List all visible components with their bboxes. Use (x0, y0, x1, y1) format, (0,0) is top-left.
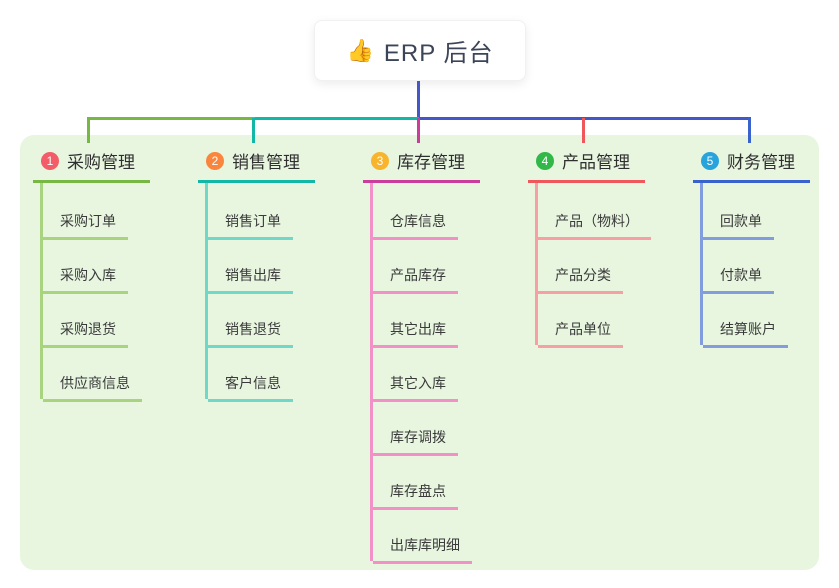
mindmap-item[interactable]: 产品（物料） (538, 211, 651, 240)
mindmap-item[interactable]: 销售出库 (208, 265, 293, 294)
mindmap-item-row: 产品单位 (538, 291, 678, 348)
mindmap-item[interactable]: 销售订单 (208, 211, 293, 240)
mindmap-item[interactable]: 回款单 (703, 211, 774, 240)
mindmap-item-row: 库存调拨 (373, 399, 513, 456)
bus-line-left (87, 117, 255, 120)
mindmap-item-row: 采购退货 (43, 291, 183, 348)
mindmap-item-row: 产品库存 (373, 237, 513, 294)
mindmap-item[interactable]: 采购入库 (43, 265, 128, 294)
branch-drop-line-1 (87, 118, 90, 143)
mindmap-item-row: 付款单 (703, 237, 839, 294)
mindmap-item[interactable]: 产品库存 (373, 265, 458, 294)
mindmap-item-row: 产品分类 (538, 237, 678, 294)
branch-items: 销售订单 销售出库 销售退货 客户信息 (205, 183, 348, 402)
mindmap-item[interactable]: 产品分类 (538, 265, 623, 294)
mindmap-item-row: 仓库信息 (373, 183, 513, 240)
mindmap-item-row: 销售订单 (208, 183, 348, 240)
branch-purchase: 1 采购管理 采购订单 采购入库 采购退货 供应商信息 (33, 148, 183, 402)
branch-header-sales[interactable]: 2 销售管理 (198, 148, 315, 183)
mindmap-panel (20, 135, 819, 570)
branch-inventory: 3 库存管理 仓库信息 产品库存 其它出库 其它入库 库存调拨 库存盘点 出库库… (363, 148, 513, 564)
branch-drop-line-2 (252, 118, 255, 143)
mindmap-item-row: 其它入库 (373, 345, 513, 402)
branch-number-badge: 5 (701, 151, 719, 170)
mindmap-item[interactable]: 其它出库 (373, 319, 458, 348)
branch-product: 4 产品管理 产品（物料） 产品分类 产品单位 (528, 148, 678, 348)
branch-sales: 2 销售管理 销售订单 销售出库 销售退货 客户信息 (198, 148, 348, 402)
mindmap-item-row: 产品（物料） (538, 183, 678, 240)
branch-items: 采购订单 采购入库 采购退货 供应商信息 (40, 183, 183, 402)
mindmap-item[interactable]: 仓库信息 (373, 211, 458, 240)
branch-header-finance[interactable]: 5 财务管理 (693, 148, 810, 183)
branch-title: 采购管理 (67, 153, 135, 172)
mindmap-item-row: 其它出库 (373, 291, 513, 348)
mindmap-item-row: 采购入库 (43, 237, 183, 294)
branch-drop-line-5 (748, 118, 751, 143)
branch-number-badge: 4 (536, 151, 554, 170)
branch-items: 仓库信息 产品库存 其它出库 其它入库 库存调拨 库存盘点 出库库明细 (370, 183, 513, 564)
mindmap-item[interactable]: 供应商信息 (43, 373, 142, 402)
branch-header-product[interactable]: 4 产品管理 (528, 148, 645, 183)
mindmap-item[interactable]: 客户信息 (208, 373, 293, 402)
mindmap-item[interactable]: 销售退货 (208, 319, 293, 348)
root-node-label: ERP 后台 (383, 40, 494, 67)
mindmap-item-row: 出库库明细 (373, 507, 513, 564)
branch-number-badge: 1 (41, 151, 59, 170)
branch-items: 产品（物料） 产品分类 产品单位 (535, 183, 678, 348)
branch-drop-line-3 (417, 118, 420, 143)
mindmap-item[interactable]: 采购订单 (43, 211, 128, 240)
mindmap-item-row: 回款单 (703, 183, 839, 240)
root-node[interactable]: 👍 ERP 后台 (314, 20, 526, 81)
branch-title: 产品管理 (562, 153, 630, 172)
mindmap-item-row: 结算账户 (703, 291, 839, 348)
mindmap-item[interactable]: 付款单 (703, 265, 774, 294)
mindmap-item[interactable]: 结算账户 (703, 319, 788, 348)
branch-header-inventory[interactable]: 3 库存管理 (363, 148, 480, 183)
mindmap-item[interactable]: 出库库明细 (373, 535, 472, 564)
branch-header-purchase[interactable]: 1 采购管理 (33, 148, 150, 183)
root-connector-line (417, 81, 420, 119)
mindmap-item[interactable]: 其它入库 (373, 373, 458, 402)
mindmap-item-row: 销售退货 (208, 291, 348, 348)
mindmap-item[interactable]: 库存盘点 (373, 481, 458, 510)
mindmap-item-row: 库存盘点 (373, 453, 513, 510)
bus-line-middle (255, 117, 419, 120)
bus-line-right (419, 117, 751, 120)
mindmap-item-row: 客户信息 (208, 345, 348, 402)
mindmap-item-row: 采购订单 (43, 183, 183, 240)
mindmap-item[interactable]: 采购退货 (43, 319, 128, 348)
branch-title: 财务管理 (727, 153, 795, 172)
mindmap-item-row: 销售出库 (208, 237, 348, 294)
branch-drop-line-4 (582, 118, 585, 143)
mindmap-item-row: 供应商信息 (43, 345, 183, 402)
mindmap-item[interactable]: 产品单位 (538, 319, 623, 348)
branch-items: 回款单 付款单 结算账户 (700, 183, 839, 348)
thumbs-up-icon: 👍 (346, 37, 375, 63)
branch-number-badge: 3 (371, 151, 389, 170)
mindmap-item[interactable]: 库存调拨 (373, 427, 458, 456)
branch-number-badge: 2 (206, 151, 224, 170)
branch-title: 库存管理 (397, 153, 465, 172)
branch-title: 销售管理 (232, 153, 300, 172)
branch-finance: 5 财务管理 回款单 付款单 结算账户 (693, 148, 839, 348)
